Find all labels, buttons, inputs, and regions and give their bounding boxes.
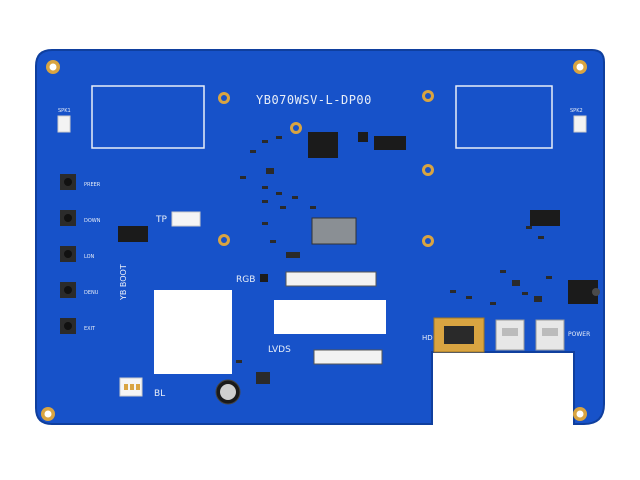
button-label-2: DOWN <box>84 218 101 224</box>
chip-right <box>530 210 560 226</box>
bl-connector: BL <box>119 377 165 399</box>
chip-left <box>118 226 148 242</box>
label-lvds: LVDS <box>268 345 291 355</box>
board-title: YB070WSV-L-DP00 <box>256 93 372 107</box>
silk-box-left <box>91 85 205 149</box>
label-rgb: RGB <box>236 275 255 285</box>
smd-components <box>236 136 552 384</box>
button-label-4: DENU <box>84 290 99 296</box>
usb-c-connector-1 <box>495 319 525 351</box>
button-label-1: PREER <box>84 182 101 188</box>
label-spk1: SPK1 <box>58 108 71 114</box>
hdmi-connector: HD <box>422 317 485 353</box>
tp-connector: TP <box>155 211 201 227</box>
small-chip-1 <box>358 132 368 142</box>
label-spk2: SPK2 <box>570 108 583 114</box>
silk-box-right <box>455 85 553 149</box>
fpc-connector-top <box>311 217 357 245</box>
speaker-connector-left: SPK1 <box>57 108 71 133</box>
cutout-middle <box>274 300 386 334</box>
label-tp: TP <box>155 215 167 225</box>
audio-jack <box>568 280 600 304</box>
label-hdmi: HD <box>422 334 433 342</box>
label-power: POWER <box>568 331 590 338</box>
speaker-connector-right: SPK2 <box>570 108 587 133</box>
chip-small-rgb <box>260 274 268 282</box>
lvds-connector <box>313 349 383 365</box>
electrolytic-capacitor <box>215 379 241 405</box>
mounting-holes <box>41 60 587 421</box>
button-label-3: LON <box>84 254 95 260</box>
usb-c-connector-2 <box>535 319 565 351</box>
small-chip-2 <box>374 136 406 150</box>
tact-buttons <box>60 174 76 334</box>
rgb-connector <box>285 271 377 287</box>
button-label-5: EXIT <box>84 326 96 332</box>
main-chip <box>308 132 338 158</box>
label-yb-boot: YB BOOT <box>119 264 128 301</box>
label-bl: BL <box>154 389 165 399</box>
cutout-large <box>154 290 232 374</box>
